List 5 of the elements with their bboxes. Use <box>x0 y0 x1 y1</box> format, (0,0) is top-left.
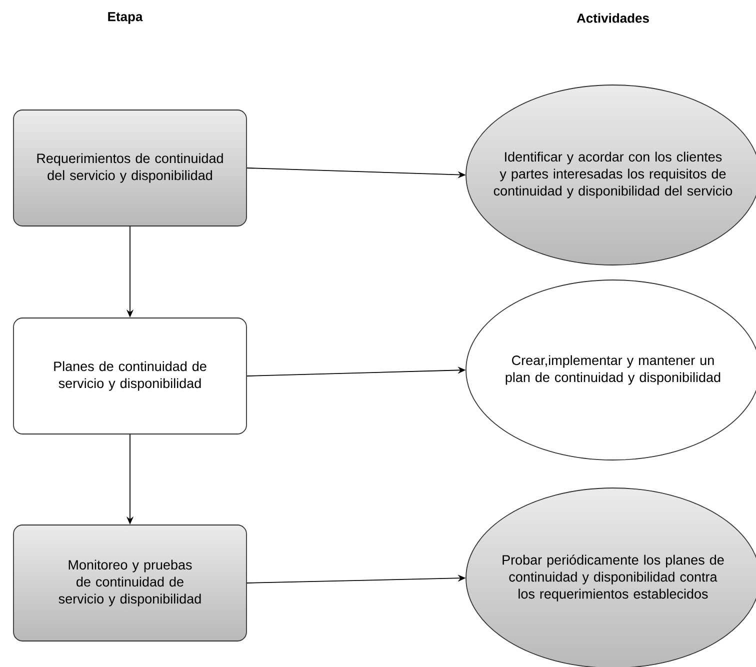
column-heading: Etapa <box>108 12 143 24</box>
stage-box: Planes de continuidad de servicio y disponibilidad <box>13 318 247 434</box>
stage-box: Monitoreo y pruebas de continuidad de servicio y disponibilidad <box>13 524 247 642</box>
column-heading: Actividades <box>576 13 649 23</box>
stage-box: Requerimientos de continuidad del servicio y disponibilidad <box>13 110 247 226</box>
